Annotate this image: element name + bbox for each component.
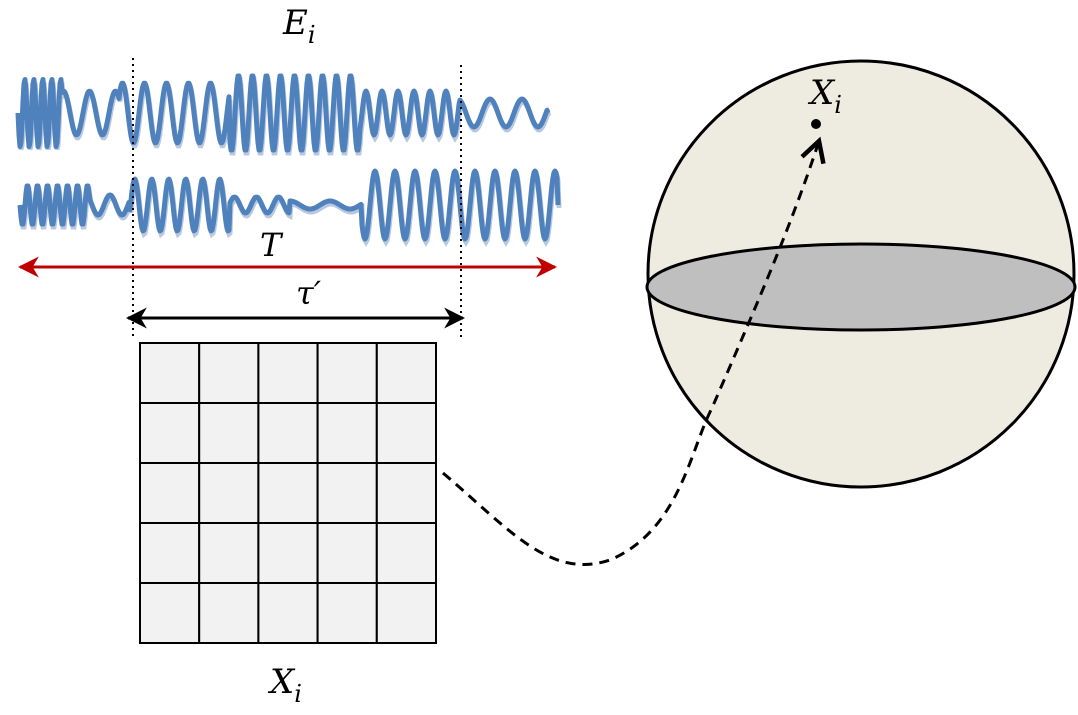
matrix-grid — [139, 342, 437, 644]
matrix-cell — [257, 342, 319, 404]
total-duration-label: T — [260, 226, 284, 264]
matrix-cell — [198, 402, 260, 464]
matrix-cell — [198, 522, 260, 584]
matrix-label-subscript: i — [294, 680, 302, 708]
matrix-cell — [316, 342, 378, 404]
signal-label: Ei — [282, 3, 316, 49]
manifold-point — [811, 119, 821, 129]
matrix-cell — [375, 582, 437, 644]
matrix-cell — [139, 402, 201, 464]
signal-trace-bottom — [17, 168, 561, 242]
matrix-cell — [316, 522, 378, 584]
matrix-cell — [139, 582, 201, 644]
manifold-point-label-subscript: i — [834, 91, 842, 119]
matrix-cell — [139, 342, 201, 404]
matrix-label: Xi — [267, 662, 302, 708]
matrix-cell — [139, 462, 201, 524]
matrix-cell — [198, 582, 260, 644]
manifold-point-label: Xi — [807, 73, 842, 119]
matrix-cell — [198, 342, 260, 404]
matrix-cell — [257, 462, 319, 524]
matrix-cell — [257, 402, 319, 464]
manifold-point-label-base: X — [807, 73, 836, 113]
window-label: τ′ — [296, 274, 322, 312]
matrix-cell — [257, 582, 319, 644]
matrix-cell — [139, 522, 201, 584]
matrix-cell — [375, 402, 437, 464]
matrix-cell — [257, 522, 319, 584]
signal-label-base: E — [282, 3, 308, 43]
matrix-cell — [198, 462, 260, 524]
matrix-cell — [375, 462, 437, 524]
matrix-cell — [316, 402, 378, 464]
matrix-cell — [316, 462, 378, 524]
matrix-cell — [375, 522, 437, 584]
matrix-label-base: X — [267, 662, 296, 702]
signal-label-subscript: i — [308, 21, 316, 49]
matrix-cell — [375, 342, 437, 404]
signal-traces — [15, 73, 562, 247]
sphere-equator — [645, 242, 1077, 332]
mapping-arrow — [442, 141, 819, 566]
signal-trace-top — [15, 73, 551, 153]
matrix-cell — [316, 582, 378, 644]
